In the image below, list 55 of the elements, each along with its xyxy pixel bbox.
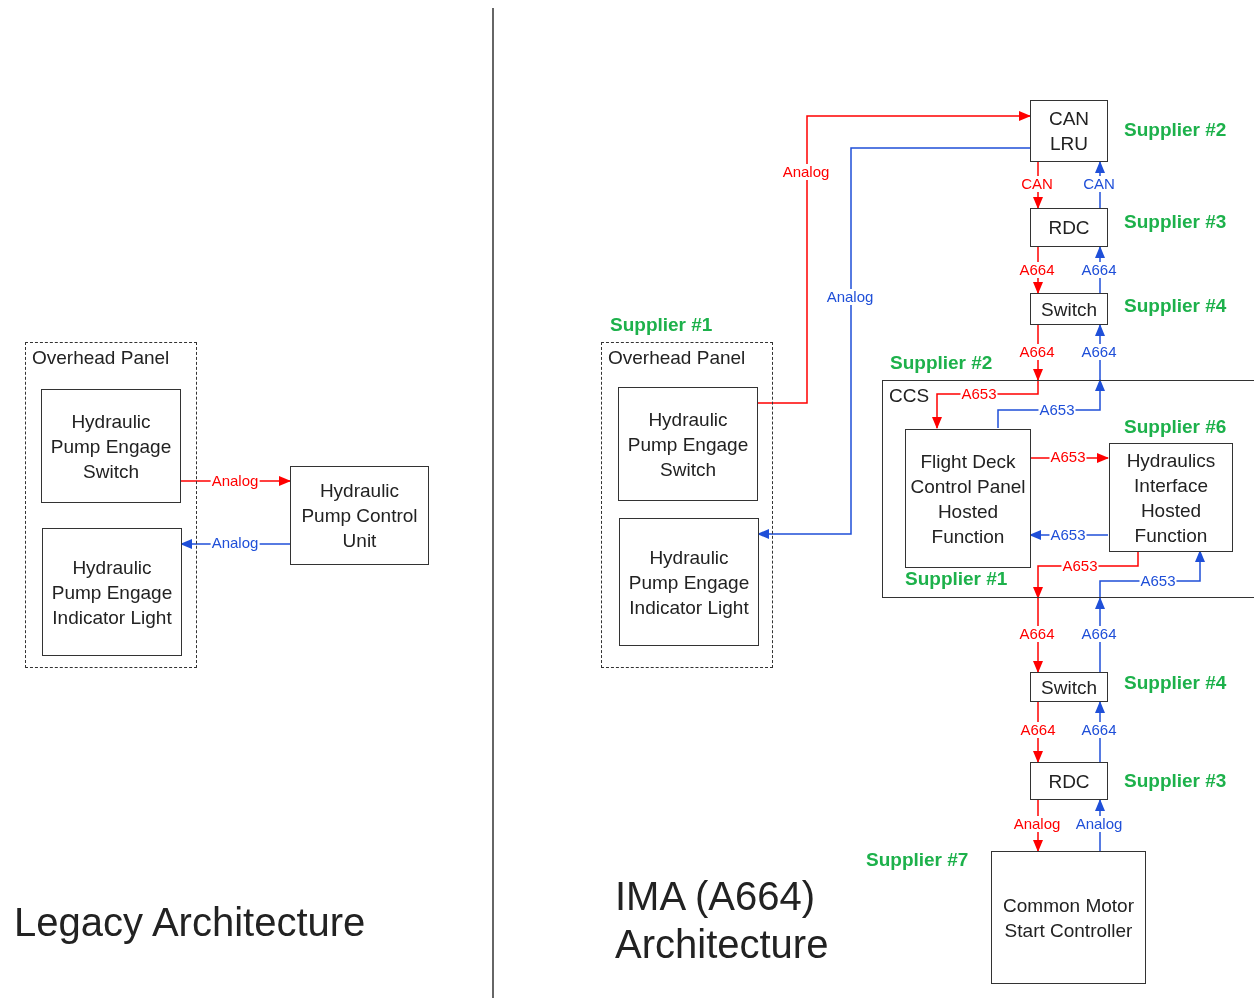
process-box: Hydraulic Pump Engage Switch [41,389,181,503]
caption-label: Supplier #3 [1124,770,1227,792]
title-text: Legacy Architecture [14,899,366,946]
edge-label: A664 [1080,626,1118,642]
edge-label: Analog [1012,816,1062,832]
caption-label: Supplier #7 [866,849,969,871]
edge-label: Analog [210,473,260,489]
edge-label: Analog [1074,816,1124,832]
arrow [757,147,1031,539]
edge-label: Analog [781,164,831,180]
caption-label: Supplier #2 [1124,119,1227,141]
edge-label: A664 [1080,262,1118,278]
edge-label: A653 [1049,449,1087,465]
edge-label: CAN [1082,176,1116,192]
caption-label: Supplier #4 [1124,295,1227,317]
title-text: IMA (A664) Architecture [615,873,830,968]
process-box: RDC [1030,762,1108,800]
process-box: CAN LRU [1030,100,1108,162]
caption-label: Supplier #6 [1124,416,1227,438]
caption-label: Supplier #4 [1124,672,1227,694]
edge-label: A664 [1019,722,1057,738]
edge-label: A664 [1080,722,1118,738]
edge-label: A664 [1018,344,1056,360]
edge-label: A653 [1061,558,1099,574]
edge-label: A664 [1018,626,1056,642]
process-box: Common Motor Start Controller [991,851,1146,984]
process-box: Hydraulic Pump Engage Indicator Light [42,528,182,656]
process-box: Switch [1030,293,1108,325]
group-frame [601,342,773,668]
edge-label: CAN [1020,176,1054,192]
caption-label: Supplier #1 [905,568,1008,590]
process-box: Flight Deck Control Panel Hosted Function [905,429,1031,568]
group-title: CCS [889,385,930,407]
group-frame [882,380,1254,598]
edge-label: A664 [1080,344,1118,360]
process-box: Hydraulics Interface Hosted Function [1109,443,1233,552]
group-frame [25,342,197,668]
process-box: Hydraulic Pump Engage Indicator Light [619,518,759,646]
group-title: Overhead Panel [32,347,170,369]
arrow [756,111,1031,404]
edge-label: A653 [1038,402,1076,418]
caption-label: Supplier #2 [890,352,993,374]
caption-label: Supplier #1 [610,314,713,336]
caption-label: Supplier #3 [1124,211,1227,233]
edge-label: Analog [210,535,260,551]
process-box: RDC [1030,208,1108,247]
edge-label: A653 [1049,527,1087,543]
process-box: Hydraulic Pump Engage Switch [618,387,758,501]
edge-label: A664 [1018,262,1056,278]
edge-label: A653 [1139,573,1177,589]
edge-label: A653 [960,386,998,402]
group-title: Overhead Panel [608,347,746,369]
process-box: Switch [1030,672,1108,702]
process-box: Hydraulic Pump Control Unit [290,466,429,565]
edge-label: Analog [825,289,875,305]
